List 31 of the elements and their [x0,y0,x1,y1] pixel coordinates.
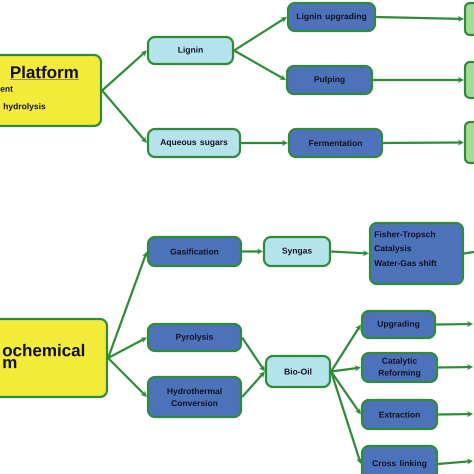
platform-title: ochemical m [2,344,84,368]
output-box [464,2,474,36]
process-text: Fisher-Tropsch [374,231,436,239]
arrow [330,370,361,414]
platform-title: Platform [10,66,79,80]
process-text: Catalysis [374,245,412,253]
arrow [101,50,147,92]
process-text: Water-Gas shift [374,260,437,266]
process-box: Gasification [146,236,242,268]
arrow [241,372,265,398]
step-text: hydrolysis [4,103,46,111]
product-box: Aqueous sugars [146,128,242,158]
product-box: Bio-Oil [264,354,332,388]
output-box [464,120,474,164]
process-box: Pulping [286,64,374,96]
process-box: Upgrading [360,310,436,340]
process-box: Hydrothermal Conversion [146,376,242,418]
process-box: Pyrolysis [146,322,242,352]
process-box: Fermentation [288,128,384,158]
arrow [241,336,265,372]
process-box: Catalytic Reforming [360,352,438,384]
process-box: Extraction [360,398,438,430]
process-box: Cross linking [360,444,438,474]
product-box: Lignin [146,36,234,66]
product-box: Syngas [262,236,332,268]
step-text: ent [0,86,13,92]
output-box [464,60,474,100]
arrow [330,324,361,372]
process-box: Lignin upgrading [286,2,376,32]
arrow [107,357,147,397]
arrow [101,90,147,143]
